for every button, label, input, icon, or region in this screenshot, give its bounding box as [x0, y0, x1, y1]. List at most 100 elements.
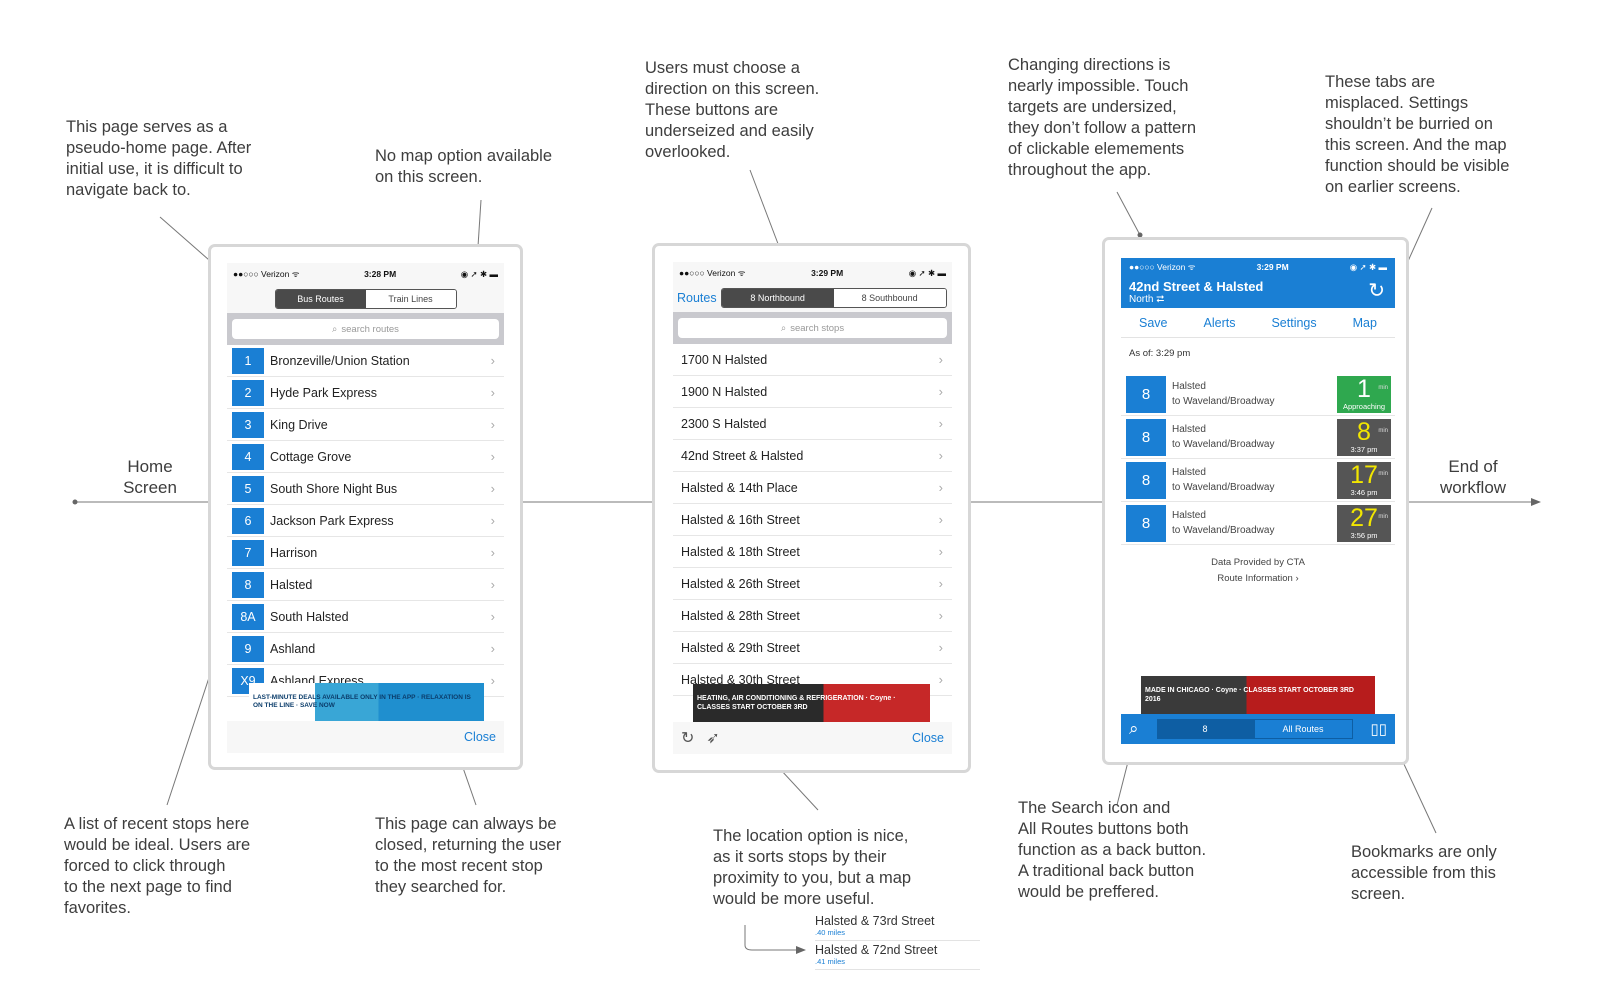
chevron-right-icon: › [938, 384, 943, 399]
search-placeholder: search stops [790, 322, 845, 334]
search-stops-input[interactable]: ⌕ search stops [678, 318, 947, 338]
stop-list: 1700 N Halsted›1900 N Halsted›2300 S Hal… [673, 344, 952, 696]
tab-bus-routes[interactable]: Bus Routes [275, 290, 366, 308]
ad-banner[interactable]: MADE IN CHICAGO · Coyne · CLASSES START … [1141, 676, 1375, 714]
routes-back-link[interactable]: Routes [677, 291, 717, 305]
stop-row[interactable]: 1900 N Halsted › [673, 376, 952, 408]
location-arrow-icon[interactable]: ➶ [706, 730, 720, 747]
ad-banner[interactable]: HEATING, AIR CONDITIONING & REFRIGERATIO… [693, 684, 930, 722]
tab-settings[interactable]: Settings [1271, 315, 1317, 330]
eta-minutes: 27 [1350, 504, 1378, 532]
stop-name: 42nd Street & Halsted [681, 448, 804, 463]
destination: to Waveland/Broadway [1172, 396, 1275, 407]
chevron-right-icon: › [938, 416, 943, 431]
tab-alerts[interactable]: Alerts [1203, 315, 1236, 330]
route-8-button[interactable]: 8 [1156, 719, 1254, 739]
status-icons: ◉ ➚ ✱ ▬ [1349, 262, 1387, 272]
route-name: Ashland [270, 641, 316, 656]
eta-minutes: 17 [1350, 461, 1378, 489]
stop-row[interactable]: Halsted & 29th Street› [673, 632, 952, 664]
route-number-badge: 2 [232, 379, 264, 406]
eta-minutes: 8 [1357, 418, 1371, 446]
destination: to Waveland/Broadway [1172, 525, 1275, 536]
search-routes-input[interactable]: ⌕ search routes [232, 319, 499, 339]
route-number-badge: 8 [1126, 418, 1166, 456]
route-number-badge: 8A [232, 603, 264, 630]
note-recent-stops: A list of recent stops here would be ide… [64, 815, 251, 917]
nearby-stop-name: Halsted & 73rd Street [815, 914, 935, 928]
bottom-bar: ↻ ➶ Close [673, 722, 952, 754]
search-icon[interactable]: ⌕ [1129, 719, 1139, 738]
stop-row[interactable]: Halsted & 28th Street › [673, 600, 952, 632]
stop-name: Halsted & 28th Street [681, 608, 800, 623]
bookmarks-icon[interactable]: ▯▯ [1370, 721, 1387, 738]
carrier-text: ●●○○○ Verizon ᯤ [1129, 262, 1196, 272]
eta-minutes: 1 [1357, 375, 1371, 403]
stop-name: Halsted & 29th Street [681, 640, 800, 655]
refresh-icon[interactable]: ↻ [1368, 280, 1385, 302]
nearby-stop-item: Halsted & 73rd Street.40 miles [815, 912, 980, 941]
status-icons: ◉ ➚ ✱ ▬ [908, 267, 946, 278]
search-bar: ⌕ search routes [227, 313, 504, 345]
all-routes-button[interactable]: All Routes [1253, 719, 1353, 739]
chevron-right-icon: › [490, 417, 495, 432]
close-button[interactable]: Close [912, 731, 944, 745]
ad-banner[interactable]: LAST-MINUTE DEALS AVAILABLE ONLY IN THE … [249, 683, 484, 721]
direction-toggle[interactable]: North ⮂ [1129, 294, 1165, 305]
stop-row[interactable]: Halsted & 14th Place› [673, 472, 952, 504]
ad-text: LAST-MINUTE DEALS AVAILABLE ONLY IN THE … [253, 694, 471, 709]
tab-train-lines[interactable]: Train Lines [365, 290, 456, 308]
close-button[interactable]: Close [464, 730, 496, 744]
stop-row[interactable]: Halsted & 18th Street› [673, 536, 952, 568]
eta-unit: min [1378, 470, 1388, 477]
stop-title: 42nd Street & Halsted [1129, 279, 1264, 294]
search-icon: ⌕ [780, 322, 787, 334]
tab-northbound[interactable]: 8 Northbound [721, 289, 834, 307]
status-icons: ◉ ➚ ✱ ▬ [460, 268, 498, 279]
tab-save[interactable]: Save [1139, 315, 1168, 330]
note-no-map: No map option available on this screen. [375, 147, 553, 186]
stop-header: ●●○○○ Verizon ᯤ 3:29 PM ◉ ➚ ✱ ▬ 42nd Str… [1121, 258, 1395, 308]
eta-time: 3:56 pm [1350, 531, 1378, 540]
route-name: Halsted [270, 577, 313, 592]
note-changing-directions: Changing directions is nearly impossible… [1008, 56, 1197, 179]
stop-name: Halsted & 18th Street [681, 544, 800, 559]
data-credit: Data Provided by CTA Route Information › [1121, 555, 1395, 587]
refresh-icon[interactable]: ↻ [681, 730, 695, 747]
route-information-link[interactable]: Route Information › [1217, 573, 1299, 584]
stop-row[interactable]: Halsted & 26th Street› [673, 568, 952, 600]
nearby-stop-item: Halsted & 72nd Street.41 miles [815, 941, 980, 970]
status-bar: ●●○○○ Verizon ᯤ 3:28 PM ◉ ➚ ✱ ▬ [227, 263, 504, 285]
stop-row[interactable]: Halsted & 16th Street› [673, 504, 952, 536]
arrivals-screen: ●●○○○ Verizon ᯤ 3:29 PM ◉ ➚ ✱ ▬ 42nd Str… [1121, 258, 1395, 744]
carrier-text: ●●○○○ Verizon ᯤ [679, 267, 746, 278]
tab-map[interactable]: Map [1352, 315, 1377, 330]
clock-text: 3:29 PM [811, 268, 844, 278]
bottom-toolbar: ⌕ 8 All Routes ▯▯ [1121, 714, 1395, 744]
stop-row[interactable]: 1700 N Halsted› [673, 344, 952, 376]
chevron-right-icon: › [938, 608, 943, 623]
stop-row[interactable]: 2300 S Halsted› [673, 408, 952, 440]
stop-row[interactable]: 42nd Street & Halsted› [673, 440, 952, 472]
tab-southbound[interactable]: 8 Southbound [833, 289, 946, 307]
carrier-text: ●●○○○ Verizon ᯤ [233, 268, 300, 279]
stop-name: Halsted & 14th Place [681, 480, 798, 495]
eta-unit: min [1378, 513, 1388, 520]
stop-name: 1900 N Halsted [681, 384, 768, 399]
route-number-badge: 5 [232, 475, 264, 502]
